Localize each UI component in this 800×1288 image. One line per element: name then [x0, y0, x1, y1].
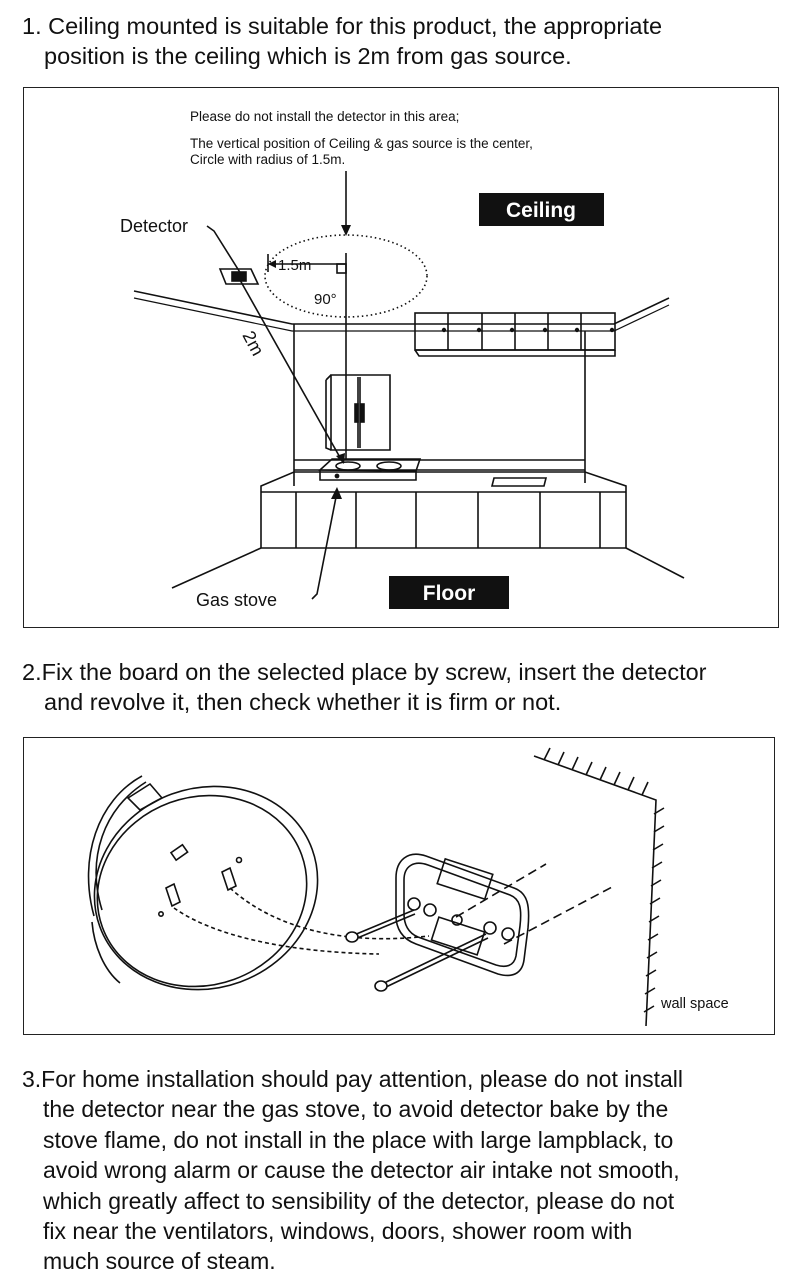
mounting-figure: wall space: [23, 737, 775, 1035]
step-3-line-3: stove flame, do not install in the place…: [43, 1126, 674, 1153]
countertop: [260, 471, 627, 549]
mounting-board: [395, 853, 530, 977]
floor-label-bg: [389, 576, 509, 609]
detector-icon: [87, 775, 319, 991]
gas-stove-label: Gas stove: [196, 590, 277, 610]
distance-label: 2m: [238, 327, 267, 358]
step-3-line-5: which greatly affect to sensibility of t…: [43, 1187, 675, 1214]
mounting-diagram: wall space: [87, 747, 729, 1027]
angle-label: 90°: [314, 291, 337, 308]
wall-hatch-icon: [533, 747, 665, 1027]
detector-label: Detector: [120, 216, 188, 236]
step-3-line-1: 3.For home installation should pay atten…: [22, 1066, 684, 1092]
note-line-3: Circle with radius of 1.5m.: [190, 152, 345, 167]
upper-cabinets: [414, 312, 616, 357]
no-install-zone: [264, 234, 428, 318]
ceiling-line: [133, 290, 670, 325]
step-3-line-7: much source of steam.: [43, 1248, 276, 1275]
step-2-instruction: 2.Fix the board on the selected place by…: [22, 657, 794, 717]
ceiling-label: Ceiling: [506, 199, 576, 222]
gas-stove: [317, 458, 422, 481]
ceiling-installation-figure: Please do not install the detector in th…: [23, 87, 779, 628]
screw-icon: [345, 909, 489, 992]
step-3-line-4: avoid wrong alarm or cause the detector …: [43, 1157, 680, 1184]
step-2-line-2: and revolve it, then check whether it is…: [44, 689, 562, 715]
step-3-line-6: fix near the ventilators, windows, doors…: [43, 1218, 633, 1245]
step-1-line-1: 1. Ceiling mounted is suitable for this …: [22, 13, 663, 39]
step-3-instruction: 3.For home installation should pay atten…: [22, 1064, 794, 1277]
note-line-1: Please do not install the detector in th…: [190, 109, 459, 124]
kitchen-diagram: Please do not install the detector in th…: [120, 109, 685, 610]
wall-cabinet: [325, 374, 391, 451]
step-3-line-2: the detector near the gas stove, to avoi…: [43, 1096, 669, 1123]
floor-label: Floor: [423, 582, 476, 605]
step-1-line-2: position is the ceiling which is 2m from…: [44, 43, 572, 69]
radius-label: 1.5m: [278, 257, 311, 274]
wall-label: wall space: [660, 996, 729, 1012]
note-line-2: The vertical position of Ceiling & gas s…: [190, 136, 533, 151]
step-1-instruction: 1. Ceiling mounted is suitable for this …: [22, 11, 794, 71]
detector-on-ceiling: [218, 268, 260, 285]
step-2-line-1: 2.Fix the board on the selected place by…: [22, 659, 707, 685]
ceiling-label-bg: [479, 193, 604, 226]
